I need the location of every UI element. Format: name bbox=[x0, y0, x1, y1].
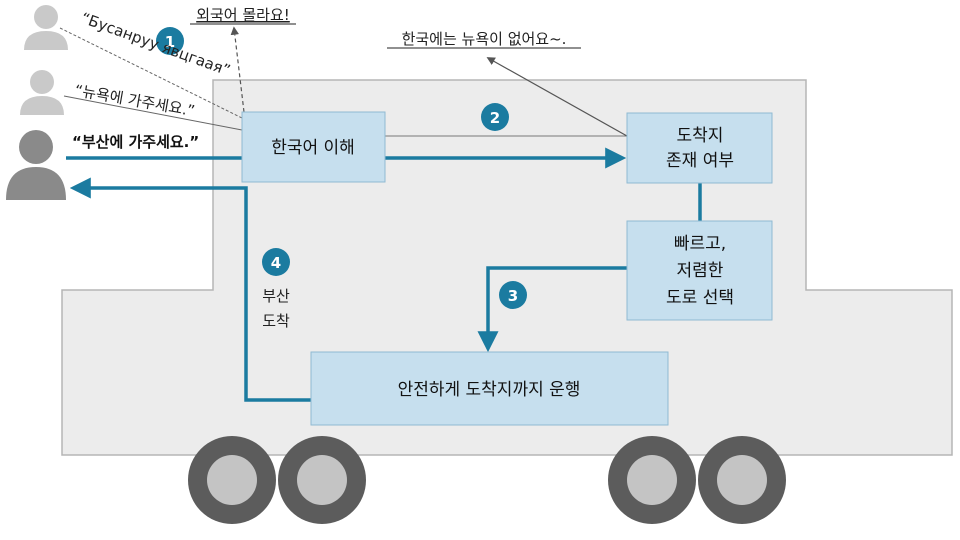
understand-box: 한국어 이해 bbox=[241, 111, 386, 183]
drive-to-arrival-arrow bbox=[69, 177, 311, 402]
person-icon bbox=[24, 5, 68, 50]
busan-speech-text: “부산에 가주세요.” bbox=[72, 133, 199, 151]
route-label-line-1: 빠르고, bbox=[674, 234, 726, 254]
wheel-front-left bbox=[188, 436, 276, 524]
step-3-badge: 3 bbox=[499, 281, 527, 309]
wheel-rear-right bbox=[698, 436, 786, 524]
no-foreign-note: 외국어 몰라요! bbox=[196, 6, 290, 24]
understand-label-line-1: 한국어 이해 bbox=[271, 138, 355, 158]
arrival-label-line-2: 도착 bbox=[262, 312, 290, 330]
route-label-line-3: 도로 선택 bbox=[666, 288, 734, 308]
route-label-line-2: 저렴한 bbox=[677, 261, 724, 281]
step-4-badge: 4 bbox=[262, 248, 290, 276]
svg-text:4: 4 bbox=[271, 254, 281, 272]
safe-drive-box: 안전하게 도착지까지 운행 bbox=[310, 351, 669, 426]
person-icon bbox=[6, 130, 66, 200]
wheel-rear-left bbox=[608, 436, 696, 524]
drive-label: 안전하게 도착지까지 운행 bbox=[398, 380, 581, 400]
destination-exists-box: 도착지 존재 여부 bbox=[626, 112, 773, 184]
svg-text:2: 2 bbox=[490, 109, 500, 127]
foreign-speech-connector bbox=[59, 27, 243, 119]
route-select-box: 빠르고, 저렴한 도로 선택 bbox=[626, 220, 773, 321]
foreign-note-arrow bbox=[230, 26, 245, 113]
arrival-label-line-1: 부산 bbox=[262, 287, 290, 305]
newyork-speech-text: “뉴욕에 가주세요.” bbox=[73, 81, 196, 120]
exists-label-line-2: 존재 여부 bbox=[666, 151, 734, 171]
step-1-badge: 1 bbox=[156, 27, 184, 55]
step-2-badge: 2 bbox=[481, 103, 509, 131]
newyork-speech-connector bbox=[63, 95, 243, 131]
wheel-front-right bbox=[278, 436, 366, 524]
route-to-drive-arrow bbox=[477, 266, 627, 353]
person-icon bbox=[20, 70, 64, 115]
no-newyork-arrow bbox=[486, 57, 628, 137]
svg-text:1: 1 bbox=[165, 33, 175, 51]
svg-text:3: 3 bbox=[508, 287, 518, 305]
exists-label-line-1: 도착지 bbox=[677, 126, 724, 146]
no-newyork-note: 한국에는 뉴욕이 없어요~. bbox=[402, 30, 567, 48]
